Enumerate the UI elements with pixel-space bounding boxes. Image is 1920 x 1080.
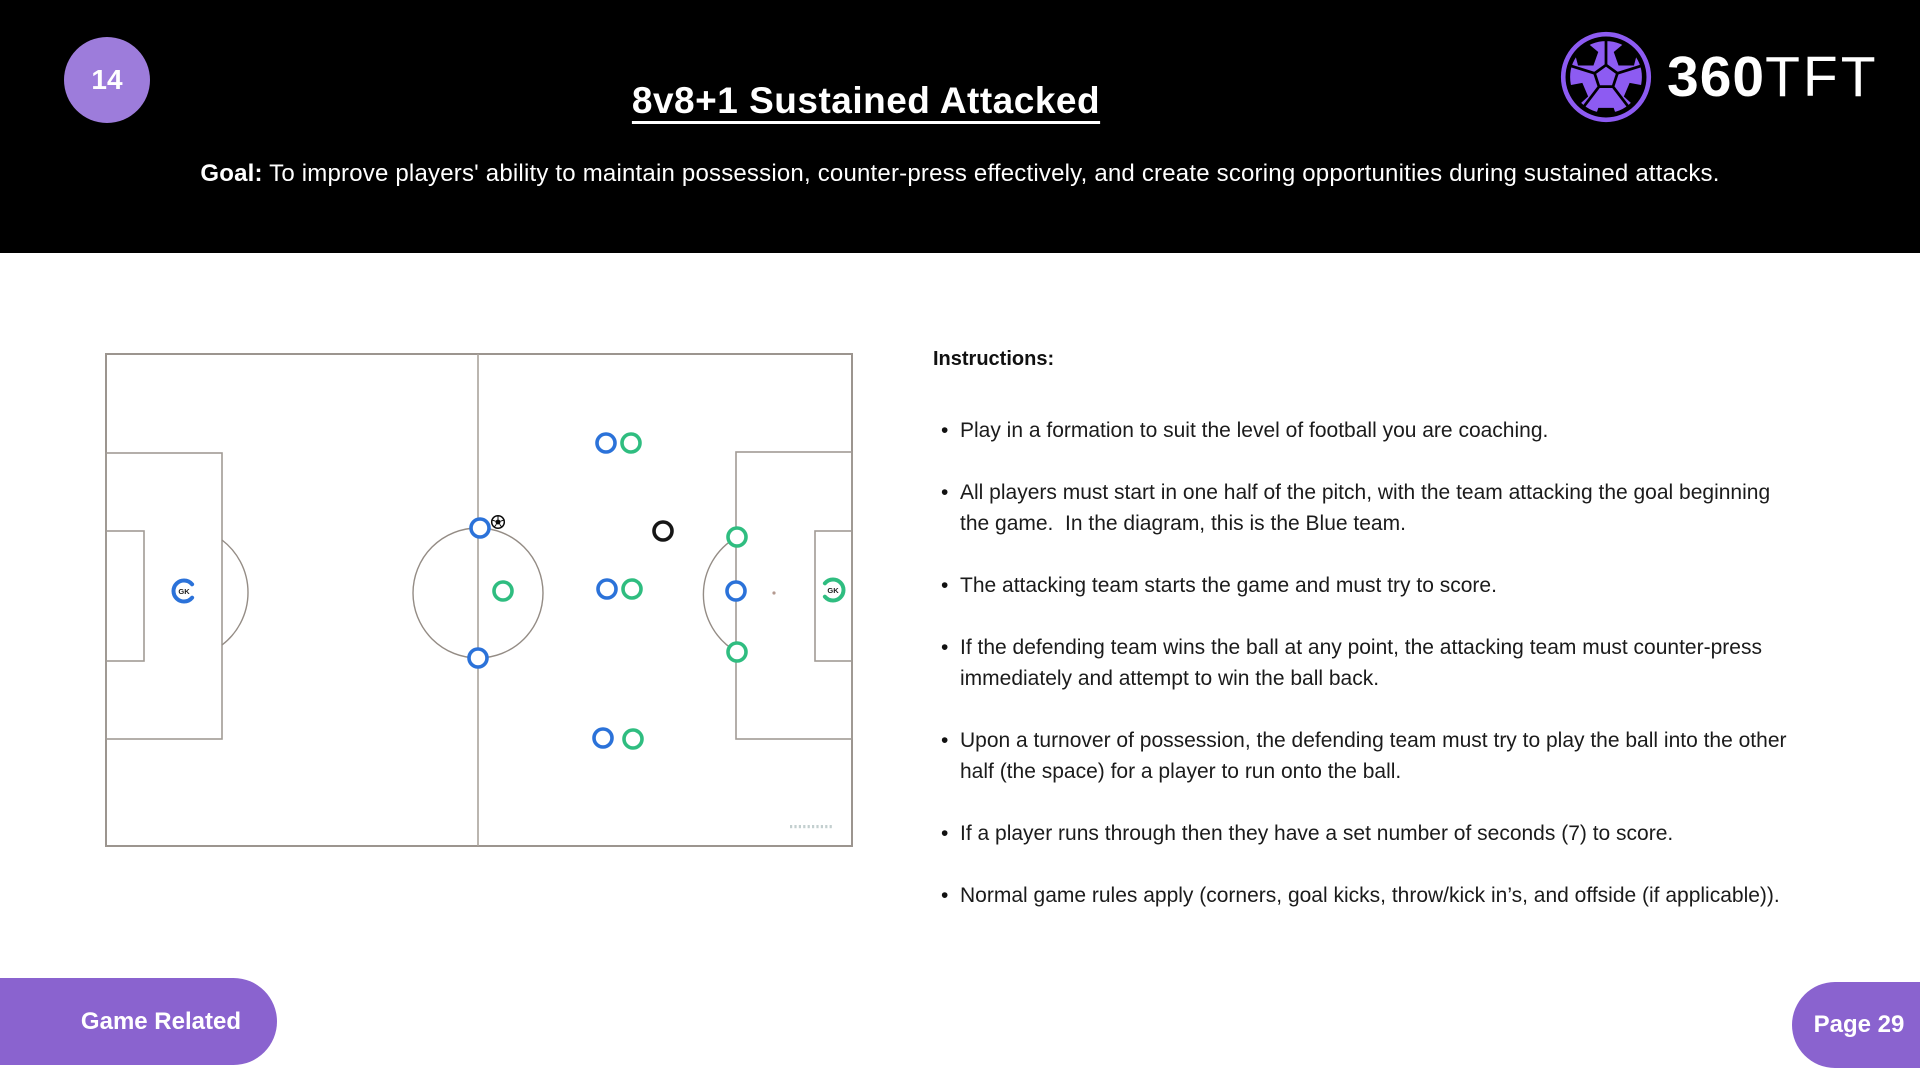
category-pill: Game Related bbox=[0, 978, 277, 1065]
instruction-item: Normal game rules apply (corners, goal k… bbox=[933, 880, 1793, 911]
brand-360: 360 bbox=[1667, 45, 1766, 109]
instruction-item: The attacking team starts the game and m… bbox=[933, 570, 1793, 601]
soccer-ball-icon bbox=[1560, 31, 1652, 123]
player-blue bbox=[592, 727, 614, 749]
instruction-item: Play in a formation to suit the level of… bbox=[933, 415, 1793, 446]
instructions-list: Play in a formation to suit the level of… bbox=[933, 415, 1793, 911]
watermark bbox=[790, 825, 832, 829]
instruction-item: Upon a turnover of possession, the defen… bbox=[933, 725, 1793, 787]
gk-label: GK bbox=[827, 586, 839, 595]
header-bar: 14 8v8+1 Sustained Attacked Goal: To imp… bbox=[0, 0, 1920, 253]
player-blue bbox=[725, 580, 747, 602]
goal-label: Goal: bbox=[200, 160, 263, 187]
player-green bbox=[622, 728, 644, 750]
session-number-badge: 14 bbox=[64, 37, 150, 123]
brand-logo: 360TFT bbox=[1560, 28, 1879, 126]
player-blue bbox=[596, 578, 618, 600]
player-green bbox=[621, 578, 643, 600]
page-title: 8v8+1 Sustained Attacked bbox=[631, 80, 1101, 121]
goalkeeper-green: GK bbox=[820, 577, 846, 603]
player-green bbox=[726, 526, 748, 548]
player-blue bbox=[469, 517, 491, 539]
gk-label: GK bbox=[178, 587, 190, 596]
goal-description: To improve players' ability to maintain … bbox=[269, 160, 1720, 187]
brand-tft: TFT bbox=[1765, 45, 1879, 109]
goalkeeper-blue: GK bbox=[171, 578, 197, 604]
instructions-heading: Instructions: bbox=[933, 348, 1055, 370]
instructions-panel: Instructions: Play in a formation to sui… bbox=[933, 347, 1793, 942]
player-blue bbox=[595, 432, 617, 454]
page-number-pill: Page 29 bbox=[1792, 982, 1920, 1068]
goal-text: Goal: To improve players' ability to mai… bbox=[0, 160, 1920, 188]
instruction-item: All players must start in one half of th… bbox=[933, 477, 1793, 539]
brand-wordmark: 360TFT bbox=[1667, 44, 1879, 110]
player-green bbox=[492, 580, 514, 602]
player-green bbox=[620, 432, 642, 454]
pitch-diagram: GK GK bbox=[105, 353, 853, 847]
player-markers: GK GK bbox=[171, 432, 846, 750]
penalty-spot bbox=[772, 591, 776, 595]
instruction-item: If the defending team wins the ball at a… bbox=[933, 632, 1793, 694]
instruction-item: If a player runs through then they have … bbox=[933, 818, 1793, 849]
player-neutral bbox=[652, 520, 674, 542]
ball-icon bbox=[490, 514, 506, 530]
player-green bbox=[726, 641, 748, 663]
player-blue bbox=[467, 647, 489, 669]
